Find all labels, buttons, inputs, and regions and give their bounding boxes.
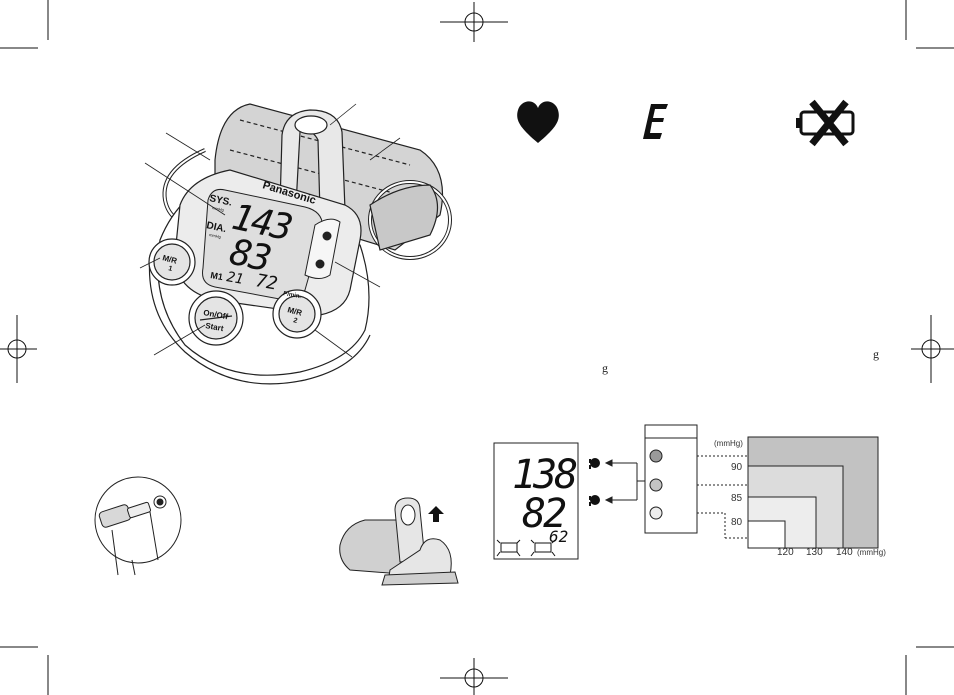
button-onoff-shape — [188, 290, 244, 346]
memory-indicator: M1 — [210, 270, 224, 282]
pointer-arrows — [604, 459, 645, 504]
indicator-dots — [589, 458, 600, 506]
sys-label: SYS. — [208, 193, 233, 209]
registration-mark-left — [0, 315, 37, 383]
dia-unit: mmHg — [209, 232, 222, 239]
error-e-icon — [643, 104, 668, 139]
pulse-reading: 72 — [254, 270, 279, 294]
cuff-handle — [279, 109, 346, 213]
x-tick-130: 130 — [806, 547, 823, 558]
pulse-unit: P/min. — [283, 291, 302, 300]
button-mr2-shape — [272, 289, 322, 339]
level-indicator-panel — [644, 424, 698, 534]
stray-character: g — [602, 361, 608, 375]
indicator-panel — [304, 218, 341, 279]
stray-character: g — [873, 347, 879, 361]
button-mr1-shape — [148, 238, 196, 286]
button-onoff-label: On/Off — [203, 308, 229, 321]
button-mr1-label: M/R — [161, 253, 178, 266]
diastolic-reading: 83 — [226, 232, 273, 280]
x-tick-140: 140 — [836, 547, 853, 558]
x-tick-120: 120 — [777, 547, 794, 558]
x-axis-unit: (mmHg) — [857, 548, 886, 557]
up-arrow-icon — [428, 506, 444, 522]
heart-icon — [517, 101, 559, 143]
y-tick-85: 85 — [731, 493, 743, 504]
registration-mark-top — [440, 2, 508, 42]
example-systolic: 138 — [512, 452, 576, 498]
sys-unit: mmHg — [212, 205, 225, 212]
y-tick-80: 80 — [731, 517, 743, 528]
button-mr2-number: 2 — [292, 317, 298, 325]
y-axis-unit: (mmHg) — [714, 439, 743, 448]
button-start-label: Start — [205, 321, 225, 333]
blinking-segment-indicators — [496, 539, 556, 557]
registration-mark-right — [911, 315, 954, 383]
y-tick-90: 90 — [731, 462, 743, 473]
button-mr2-label: M/R — [286, 305, 303, 318]
memory-count: 21 — [225, 269, 244, 288]
dotted-leaders — [697, 455, 748, 539]
registration-mark-bottom — [440, 658, 508, 695]
battery-replace-icon — [796, 99, 855, 147]
dia-label: DIA. — [205, 220, 227, 235]
example-diastolic: 82 — [522, 491, 565, 537]
zone-normal — [747, 520, 786, 549]
callout-leader-lines — [139, 103, 401, 358]
button-mr1-number: 1 — [167, 265, 173, 273]
